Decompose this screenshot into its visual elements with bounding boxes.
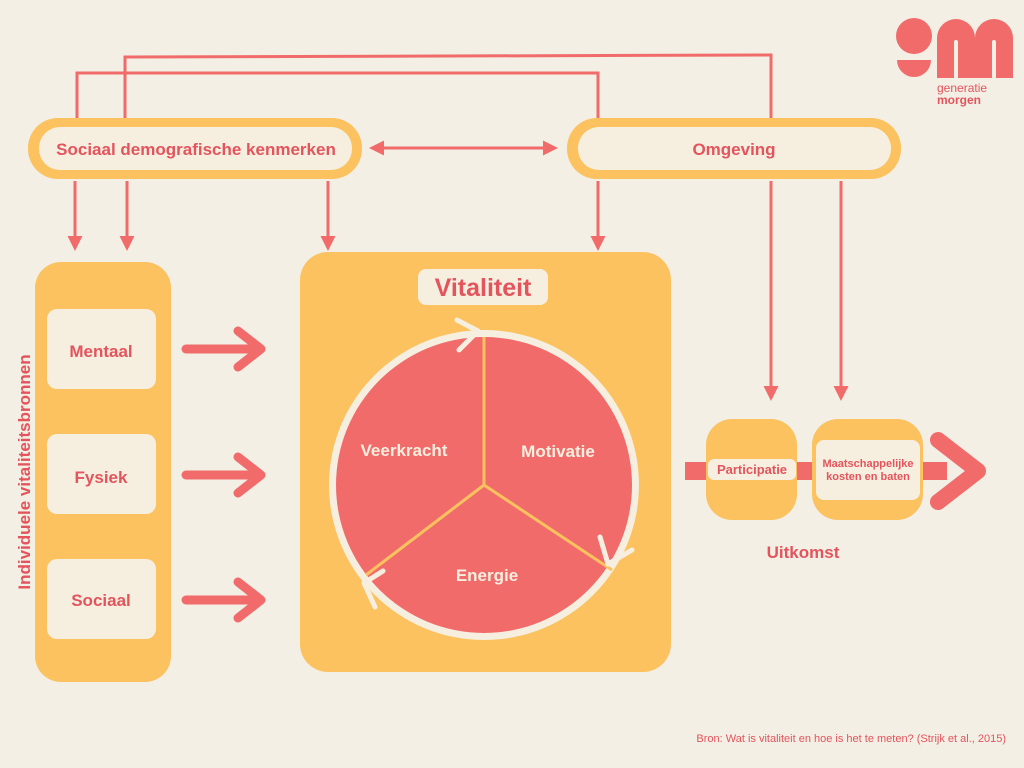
segment-energie: Energie xyxy=(456,566,518,585)
logo-g-circle xyxy=(896,18,932,54)
side-label-vitaliteitsbronnen: Individuele vitaliteitsbronnen xyxy=(15,354,34,589)
outcome-arrow-mid xyxy=(797,462,814,480)
arrow-mentaal xyxy=(181,326,266,372)
label-maatschappelijk-2: kosten en baten xyxy=(826,471,910,483)
connector-top-inner xyxy=(75,71,600,118)
top-feedback-lines xyxy=(75,53,773,118)
source-citation: Bron: Wat is vitaliteit en hoe is het te… xyxy=(696,733,1006,745)
segment-motivatie: Motivatie xyxy=(521,442,595,461)
label-fysiek: Fysiek xyxy=(75,468,128,487)
outcome-arrow-shaft xyxy=(922,462,947,480)
generatie-morgen-logo: generatie morgen xyxy=(896,18,1013,107)
vitality-title-box xyxy=(418,269,548,305)
outcome-group: Participatie Maatschappelijke kosten en … xyxy=(685,419,986,562)
connector-top-outer xyxy=(123,53,773,118)
segment-veerkracht: Veerkracht xyxy=(361,441,448,460)
box-mentaal xyxy=(47,309,156,389)
label-sociaal: Sociaal xyxy=(71,591,131,610)
source-arrows xyxy=(181,326,266,623)
logo-text-generatie: generatie xyxy=(937,81,987,95)
arrow-sociaal xyxy=(181,577,266,623)
label-uitkomst: Uitkomst xyxy=(767,543,840,562)
logo-g-tail xyxy=(897,60,931,77)
outcome-arrow-tail xyxy=(685,462,708,480)
label-sociaal-demografisch: Sociaal demografische kenmerken xyxy=(56,140,336,159)
cycle-arrowhead-left xyxy=(361,568,386,610)
box-sociaal xyxy=(47,559,156,639)
label-mentaal: Mentaal xyxy=(69,342,132,361)
outcome-arrow-head xyxy=(930,432,986,510)
vitality-panel: Vitaliteit Veerkracht Motivatie Energie xyxy=(300,252,671,672)
box-fysiek xyxy=(47,434,156,514)
label-participatie: Participatie xyxy=(717,462,787,477)
box-sociaal-demografisch: Sociaal demografische kenmerken xyxy=(28,118,362,179)
down-arrows xyxy=(67,181,849,401)
logo-text-morgen: morgen xyxy=(937,93,981,107)
sources-column: Mentaal Fysiek Sociaal xyxy=(35,262,171,682)
cycle-arrowhead-right xyxy=(597,534,635,567)
pie-dividers xyxy=(365,337,613,577)
arrow-fysiek xyxy=(181,452,266,498)
cycle-arrowhead-top xyxy=(454,317,481,353)
cycle-arrowheads xyxy=(361,317,635,610)
logo-m-shape xyxy=(937,19,1013,78)
label-maatschappelijk-1: Maatschappelijke xyxy=(822,458,913,470)
box-omgeving: Omgeving xyxy=(567,118,901,179)
vitality-title: Vitaliteit xyxy=(435,274,532,302)
label-omgeving: Omgeving xyxy=(692,140,775,159)
